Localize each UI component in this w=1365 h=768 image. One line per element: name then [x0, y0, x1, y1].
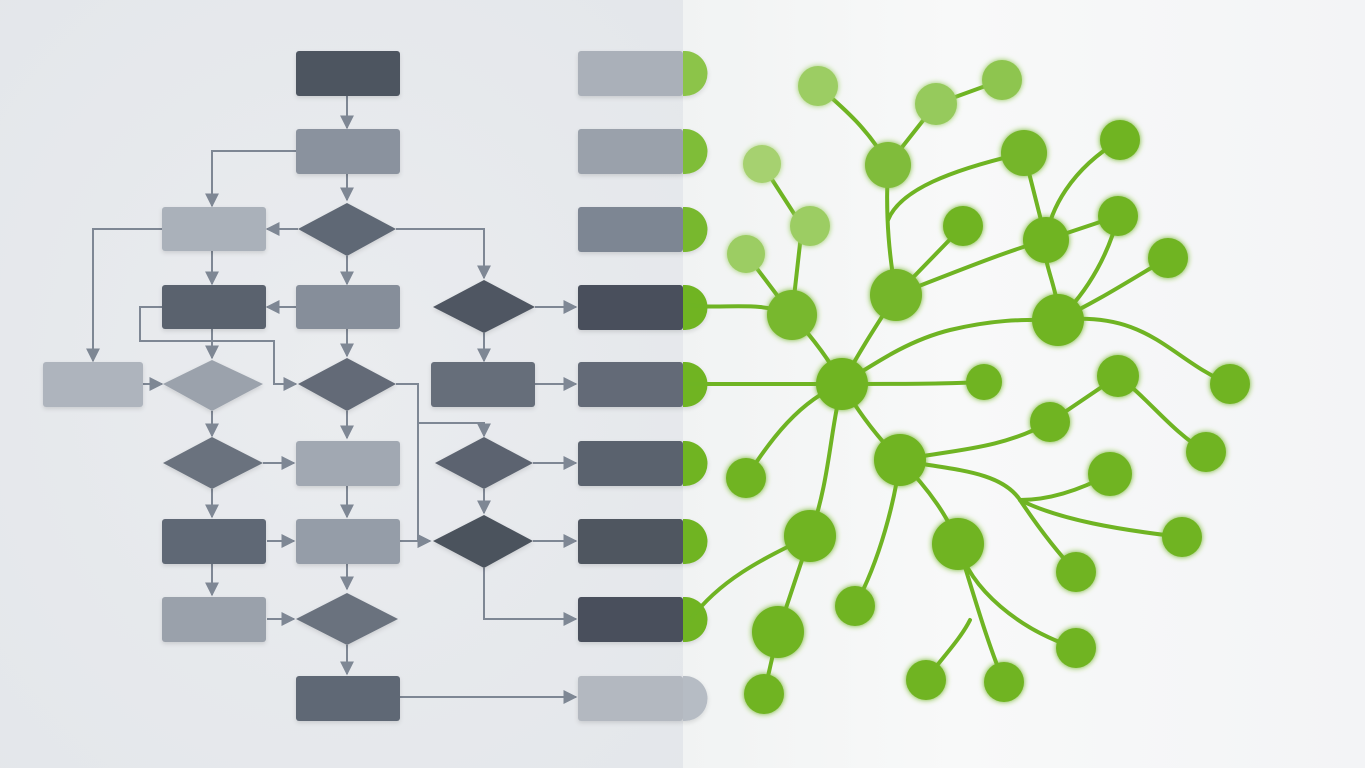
network-leaf-node [798, 66, 838, 106]
process-box [162, 597, 266, 642]
transition-box-green-cap [683, 207, 708, 252]
network-branch [1056, 316, 1232, 386]
network-leaf-node [1056, 552, 1096, 592]
network-node [1032, 294, 1084, 346]
process-box [296, 519, 400, 564]
transition-box-left [578, 441, 683, 486]
network-node [752, 606, 804, 658]
network-node [1001, 130, 1047, 176]
transition-box-green-cap [683, 51, 708, 96]
network-branch [840, 317, 1060, 386]
transition-box-left [578, 597, 683, 642]
network-leaf-node [1186, 432, 1226, 472]
flowchart-nodes [43, 51, 535, 721]
decision-diamond [296, 593, 398, 645]
connector-arrow [483, 568, 578, 626]
connector-arrow [396, 228, 491, 280]
network-leaf-node [966, 364, 1002, 400]
transition-box-left [578, 519, 683, 564]
decision-diamond [163, 437, 263, 489]
transition-box-green-cap [683, 129, 708, 174]
network-node [865, 142, 911, 188]
transition-box-left [578, 285, 683, 330]
connector-arrow [418, 422, 491, 438]
network-leaf-node [982, 60, 1022, 100]
network-hub-node [816, 358, 868, 410]
process-box [296, 51, 400, 96]
network-node [932, 518, 984, 570]
network-node [784, 510, 836, 562]
decision-diamond [298, 203, 396, 256]
network-node [874, 434, 926, 486]
transition-box-left [578, 51, 683, 96]
transition-box-left [578, 676, 683, 721]
process-box [296, 676, 400, 721]
network-leaf-node [727, 235, 765, 273]
connector-arrow [205, 150, 296, 208]
transition-boxes [578, 51, 708, 721]
network-leaf-node [1097, 355, 1139, 397]
network-leaf-node [790, 206, 830, 246]
network-node [870, 269, 922, 321]
network-leaf-node [1098, 196, 1138, 236]
network-nodes [726, 60, 1250, 714]
transition-box-left [578, 362, 683, 407]
process-box [431, 362, 535, 407]
transition-box-grey-cap [683, 676, 708, 721]
network-leaf-node [1210, 364, 1250, 404]
transition-box-left [578, 207, 683, 252]
connector-arrow [86, 228, 162, 363]
network-leaf-node [1030, 402, 1070, 442]
transition-box-green-cap [683, 441, 708, 486]
network-leaf-node [1088, 452, 1132, 496]
decision-diamond [163, 360, 263, 411]
transition-box-left [578, 129, 683, 174]
flowchart-connectors [86, 96, 578, 704]
transition-box-green-cap [683, 519, 708, 564]
decision-diamond [433, 515, 533, 568]
process-box [296, 441, 400, 486]
network-leaf-node [743, 145, 781, 183]
process-box [296, 285, 400, 329]
network-leaf-node [984, 662, 1024, 702]
process-box [43, 362, 143, 407]
network-leaf-node [1148, 238, 1188, 278]
network-leaf-node [835, 586, 875, 626]
network-branch [886, 151, 1026, 222]
connector-arrow [139, 306, 298, 391]
network-leaf-node [1100, 120, 1140, 160]
process-box [162, 207, 266, 251]
decision-diamond [433, 280, 535, 333]
process-box [296, 129, 400, 174]
network-leaf-node [943, 206, 983, 246]
network-leaf-node [1162, 517, 1202, 557]
network-leaf-node [1056, 628, 1096, 668]
network-leaf-node [906, 660, 946, 700]
network-node [1023, 217, 1069, 263]
process-box [162, 285, 266, 329]
network-leaf-node [726, 458, 766, 498]
network-leaf-node [744, 674, 784, 714]
decision-diamond [298, 358, 396, 411]
network-leaf-node [915, 83, 957, 125]
network-node [767, 290, 817, 340]
decision-diamond [435, 437, 533, 489]
process-box [162, 519, 266, 564]
